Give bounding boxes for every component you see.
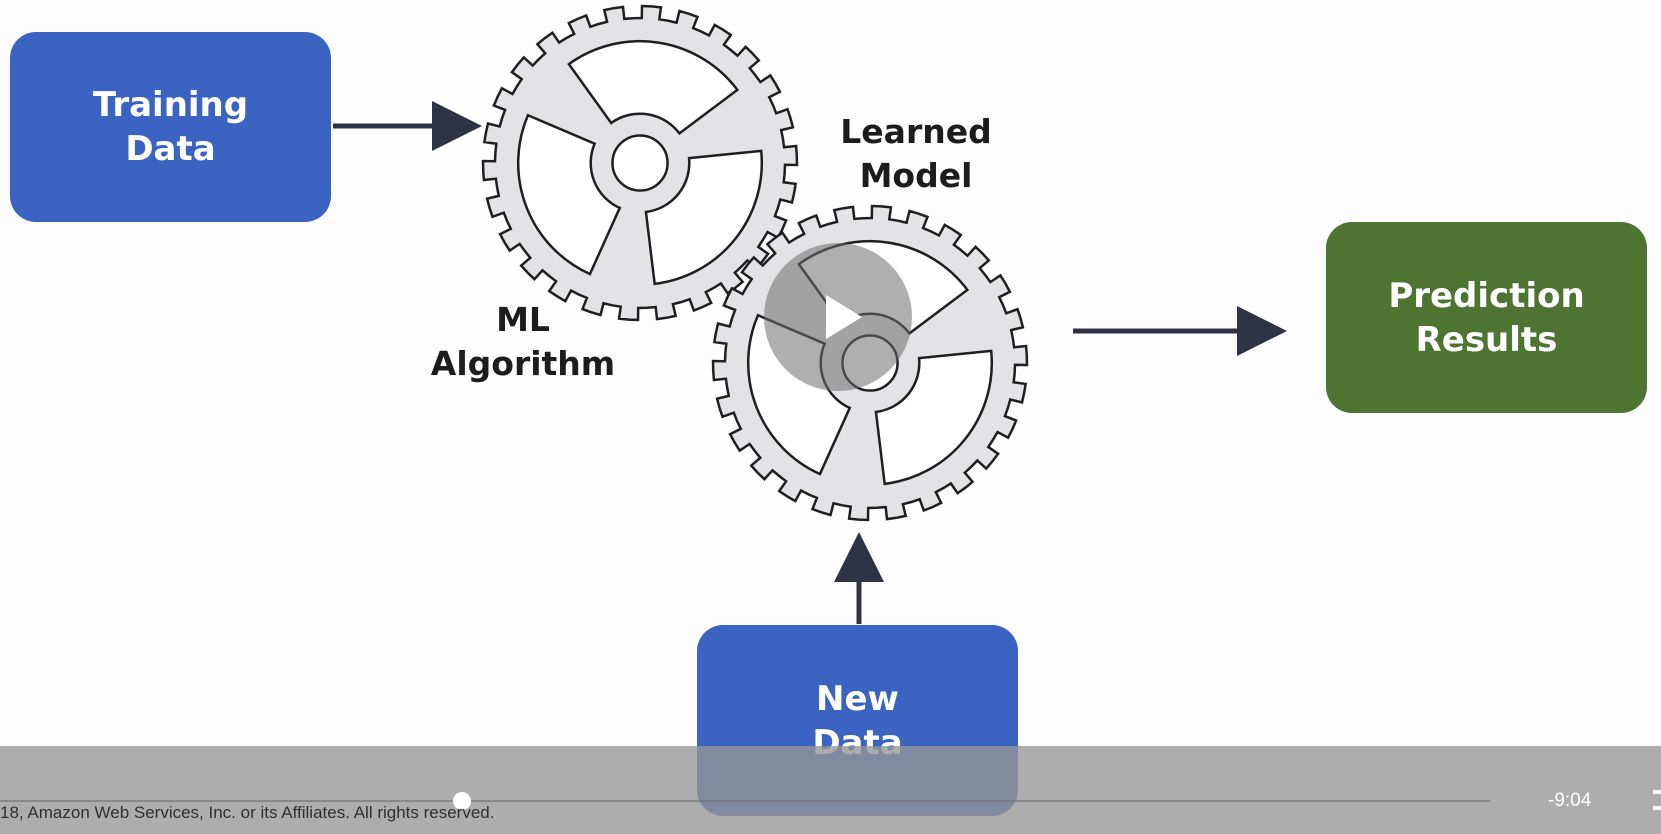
fullscreen-exit-icon[interactable] [1653, 790, 1661, 810]
gear-icon [481, 4, 799, 322]
new-data-label-1: New [816, 678, 899, 719]
gear-hub [611, 134, 669, 192]
gear-cutout [644, 149, 764, 286]
learned-model-label-2: Model [859, 156, 973, 195]
video-control-bar [0, 746, 1661, 834]
ml-algorithm-label-2: Algorithm [430, 344, 616, 383]
prediction-results-label-1: Prediction [1388, 275, 1585, 316]
play-icon [826, 295, 862, 339]
copyright-text: 18, Amazon Web Services, Inc. or its Aff… [0, 803, 495, 822]
learned-model-label: Learned Model [830, 110, 1002, 198]
play-button[interactable] [764, 243, 912, 391]
training-data-box: Training Data [10, 32, 331, 222]
ml-algorithm-label-1: ML [496, 300, 550, 339]
gear-cutout [874, 349, 994, 486]
training-data-label-1: Training [92, 85, 249, 125]
ml-algorithm-label: ML Algorithm [428, 298, 618, 386]
prediction-results-box: Prediction Results [1326, 222, 1647, 413]
prediction-results-label-2: Results [1415, 319, 1558, 360]
time-remaining: -9:04 [1548, 790, 1592, 811]
progress-thumb[interactable] [452, 792, 471, 810]
gear-cutout [517, 113, 622, 276]
learned-model-label-1: Learned [840, 112, 992, 151]
training-data-label-2: Data [125, 129, 216, 169]
gear-cutout [567, 40, 740, 136]
progress-track[interactable] [0, 800, 1490, 802]
